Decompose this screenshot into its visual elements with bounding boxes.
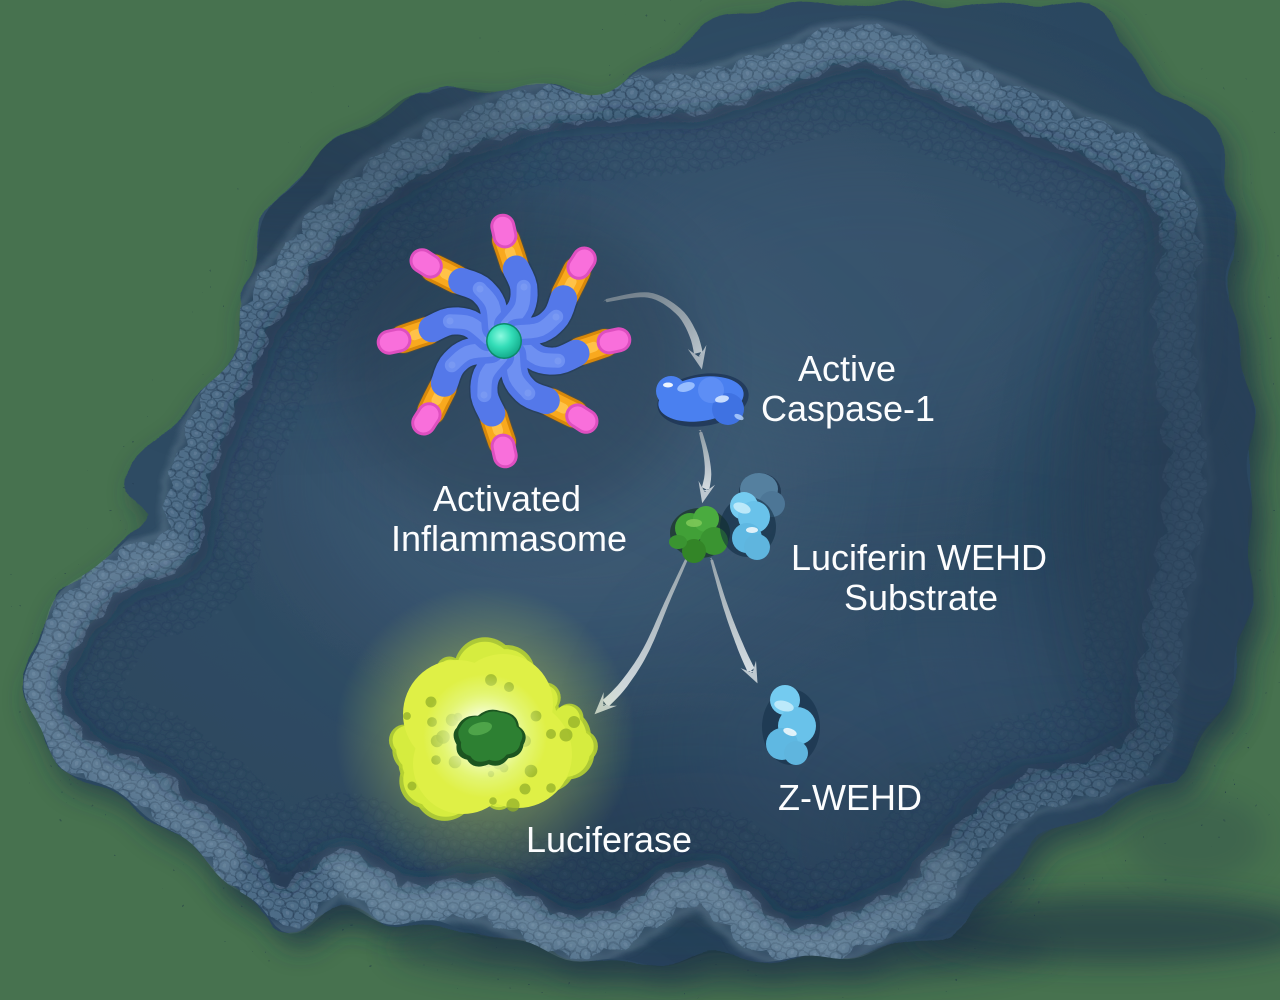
svg-text:Substrate: Substrate [844,577,998,618]
svg-text:Caspase-1: Caspase-1 [761,388,935,429]
svg-text:Z-WEHD: Z-WEHD [778,777,922,818]
svg-text:Luciferin WEHD: Luciferin WEHD [791,537,1047,578]
svg-text:Inflammasome: Inflammasome [391,518,627,559]
svg-text:Luciferase: Luciferase [526,819,692,860]
svg-text:Activated: Activated [433,478,581,519]
svg-text:Active: Active [798,348,896,389]
